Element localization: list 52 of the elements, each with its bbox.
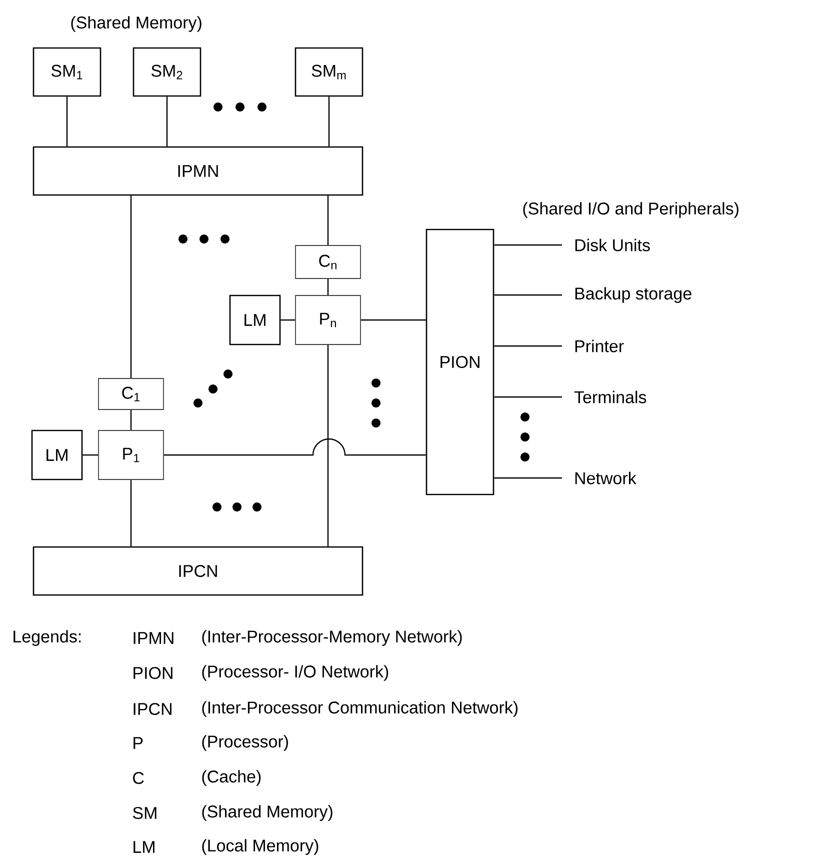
connector-line: [66, 96, 68, 146]
connector-line: [328, 96, 330, 146]
connector-line: [494, 345, 562, 347]
network-bar: IPCN: [32, 546, 364, 596]
memory-box: LM: [31, 430, 83, 480]
memory-box: SM$_{m}$: [294, 47, 364, 97]
group-label: (Shared Memory): [71, 16, 202, 32]
cache-box: C$_{n}$: [295, 245, 361, 279]
connector-line: [327, 278, 329, 296]
connector-line: [130, 480, 132, 546]
processor-box: P$_{n}$: [295, 295, 361, 345]
connector-line: [166, 96, 168, 146]
legend-text: IPMN: [134, 632, 174, 644]
legend-text: Legends:: [14, 630, 81, 646]
connector-line: [280, 319, 296, 321]
device-label: Backup storage: [575, 287, 692, 303]
connector-line: [494, 294, 562, 296]
device-label: Printer: [575, 340, 624, 352]
connector-line: [494, 477, 562, 479]
device-label: Disk Units: [575, 238, 650, 252]
legend-text: (Inter-Processor Communication Network): [202, 701, 518, 717]
legend-text: (Inter-Processor-Memory Network): [202, 630, 462, 646]
legend-text: (Local Memory): [202, 839, 318, 855]
connector-line: [494, 396, 562, 398]
processor-box: P$_{1}$: [98, 430, 164, 480]
connector-line: [164, 438, 426, 456]
connector-line: [327, 344, 329, 546]
connector-line: [130, 410, 132, 430]
legend-text: (Shared Memory): [202, 805, 332, 821]
legend-text: SM: [132, 806, 156, 820]
memory-box: SM$_{2}$: [132, 47, 202, 97]
connector-line: [82, 454, 98, 456]
group-label: (Shared I/O and Peripherals): [523, 202, 738, 218]
connector-line: [130, 196, 132, 378]
cache-box: C$_{1}$: [98, 378, 164, 410]
device-label: Terminals: [574, 390, 646, 404]
network-bar: IPMN: [32, 146, 364, 196]
legend-text: (Processor): [202, 735, 288, 751]
network-box: PION: [426, 228, 494, 496]
legend-text: LM: [134, 841, 154, 853]
legend-text: (Cache): [202, 770, 261, 786]
legend-text: PION: [134, 666, 172, 680]
device-label: Network: [575, 472, 636, 484]
legend-text: IPCN: [134, 702, 172, 716]
memory-box: SM$_{1}$: [32, 47, 102, 97]
legend-text: C: [133, 772, 144, 784]
connector-line: [360, 319, 426, 321]
legend-text: (Processor- I/O Network): [202, 665, 388, 681]
connector-line: [494, 244, 562, 246]
legend-text: P: [134, 737, 143, 749]
connector-line: [327, 196, 329, 246]
memory-box: LM: [229, 294, 281, 346]
